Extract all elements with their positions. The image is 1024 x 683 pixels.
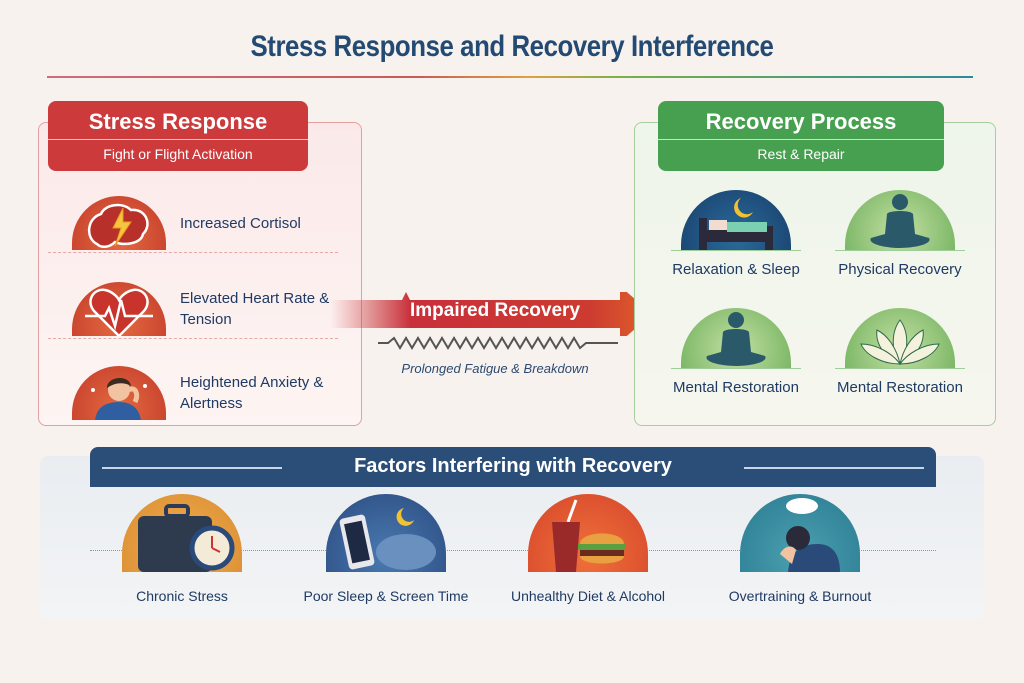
stress-response-subtitle: Fight or Flight Activation (48, 139, 308, 162)
bed-moon-icon (681, 190, 791, 250)
burger-drink-icon (528, 494, 648, 572)
heart-pulse-icon (72, 282, 166, 336)
stress-item-label: Increased Cortisol (180, 214, 301, 232)
factors-header: Factors Interfering with Recovery (90, 447, 936, 487)
recovery-item-mental: Mental Restoration (651, 308, 821, 396)
anxious-person-icon (72, 366, 166, 420)
dashed-divider (48, 252, 338, 253)
recovery-item-physical: Physical Recovery (815, 190, 985, 278)
factor-unhealthy-diet: Unhealthy Diet & Alcohol (488, 494, 688, 604)
baseline (835, 250, 965, 251)
header-line (744, 467, 924, 469)
zigzag-line (378, 336, 618, 350)
impaired-recovery-arrow (330, 292, 652, 336)
factors-title: Factors Interfering with Recovery (354, 455, 672, 477)
baseline (671, 250, 801, 251)
title-divider (47, 76, 973, 78)
stress-item-label: Heightened Anxiety & Alertness (180, 374, 324, 412)
dashed-divider (48, 338, 338, 339)
impaired-recovery-label: Impaired Recovery (409, 300, 581, 321)
recovery-process-title: Recovery Process (705, 109, 897, 134)
meditation-icon (681, 308, 791, 368)
briefcase-clock-icon (122, 494, 242, 572)
factor-chronic-stress: Chronic Stress (82, 494, 282, 604)
stress-response-header: Stress Response Fight or Flight Activati… (48, 101, 308, 171)
stress-item-label: Elevated Heart Rate & Tension (180, 290, 330, 328)
recovery-item-lotus: Mental Restoration (815, 308, 985, 396)
header-line (102, 467, 282, 469)
factor-label: Unhealthy Diet & Alcohol (510, 588, 666, 604)
recovery-item-label: Physical Recovery (838, 261, 962, 278)
recovery-process-subtitle: Rest & Repair (658, 139, 944, 162)
recovery-process-header: Recovery Process Rest & Repair (658, 101, 944, 171)
factor-label: Chronic Stress (136, 588, 228, 604)
recovery-process-panel (634, 122, 996, 426)
phone-night-icon (326, 494, 446, 572)
baseline (671, 368, 801, 369)
factor-label: Overtraining & Burnout (728, 588, 872, 604)
stress-item-anxiety: Heightened Anxiety & Alertness (72, 366, 330, 420)
lotus-icon (845, 308, 955, 368)
stress-response-title: Stress Response (88, 109, 268, 134)
dotted-divider (90, 550, 936, 551)
stress-item-cortisol: Increased Cortisol (72, 196, 301, 250)
baseline (835, 368, 965, 369)
impaired-recovery-sublabel: Prolonged Fatigue & Breakdown (401, 361, 589, 376)
factor-poor-sleep: Poor Sleep & Screen Time (286, 494, 486, 604)
recovery-item-label: Mental Restoration (837, 379, 963, 396)
recovery-item-sleep: Relaxation & Sleep (651, 190, 821, 278)
factor-overtraining: Overtraining & Burnout (700, 494, 900, 604)
burnout-person-icon (740, 494, 860, 572)
stress-item-heart: Elevated Heart Rate & Tension (72, 282, 330, 336)
meditation-icon (845, 190, 955, 250)
recovery-item-label: Relaxation & Sleep (672, 261, 800, 278)
recovery-item-label: Mental Restoration (673, 379, 799, 396)
page-title: Stress Response and Recovery Interferenc… (250, 30, 774, 63)
factor-label: Poor Sleep & Screen Time (303, 588, 469, 604)
brain-lightning-icon (72, 196, 166, 250)
